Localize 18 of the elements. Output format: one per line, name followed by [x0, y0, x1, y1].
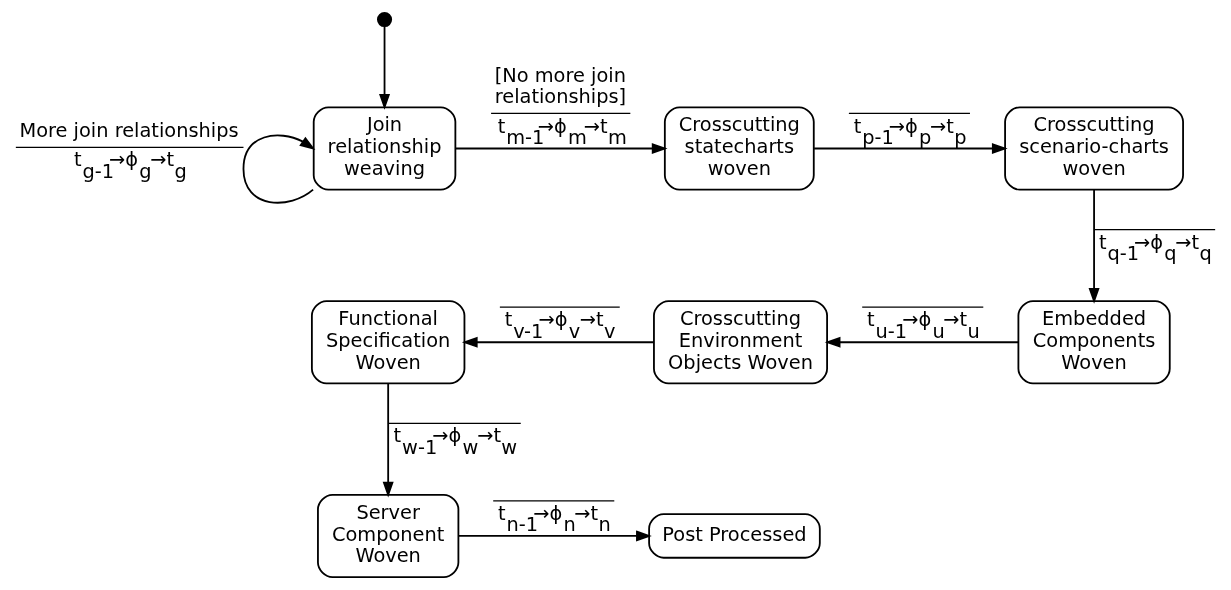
- arrow: [1088, 188, 1216, 304]
- arrow: [15, 134, 316, 204]
- arrow: [454, 112, 668, 154]
- node-box: Functional Specification Woven: [310, 300, 466, 385]
- node-circle: [376, 11, 393, 28]
- node-box: Embedded Components Woven: [1017, 300, 1171, 385]
- arrow: [824, 306, 1020, 348]
- arrow: [461, 306, 655, 348]
- arrow: [379, 25, 391, 110]
- node-box: Server Component Woven: [317, 493, 460, 579]
- arrow: [382, 382, 522, 498]
- node-box: Crosscutting scenario-charts woven: [1004, 106, 1184, 191]
- arrow: [813, 112, 1008, 154]
- node-box: Join relationship weaving: [312, 106, 457, 191]
- arrow: [457, 500, 652, 542]
- node-box: Post Processed: [648, 513, 821, 559]
- node-box: Crosscutting Environment Objects Woven: [653, 300, 828, 385]
- node-box: Crosscutting statecharts woven: [663, 106, 815, 191]
